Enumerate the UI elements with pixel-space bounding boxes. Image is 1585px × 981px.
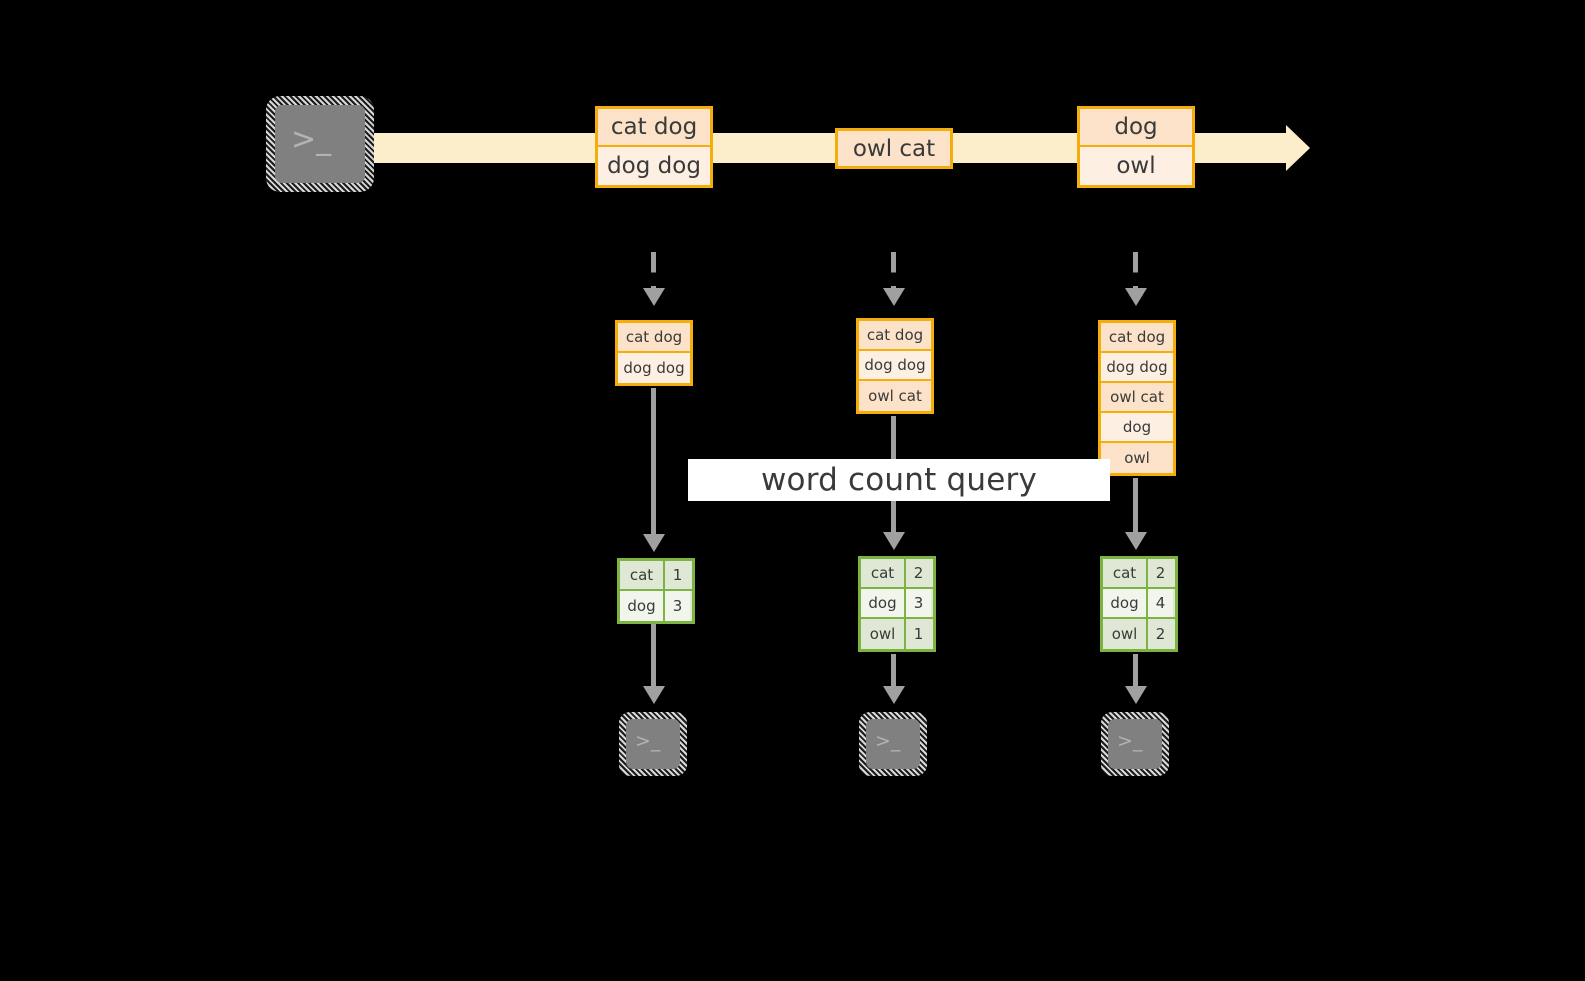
source-terminal-prompt: >_ xyxy=(291,122,332,157)
col3-input-line-2: dog dog xyxy=(1101,353,1173,383)
col2-input-line-1: cat dog xyxy=(859,321,931,351)
col1-result-count-2: 3 xyxy=(665,591,690,621)
col2-result-word-2: dog xyxy=(861,589,906,617)
table-row: owl 1 xyxy=(861,619,933,649)
col3-input-line-5: owl xyxy=(1101,443,1173,473)
stream-beam-arrowhead xyxy=(1286,125,1310,171)
col3-result-word-3: owl xyxy=(1103,619,1148,649)
col1-result-word-2: dog xyxy=(620,591,665,621)
col2-result-count-3: 1 xyxy=(906,619,931,649)
col2-result-count-1: 2 xyxy=(906,559,931,587)
col3-input-line-1: cat dog xyxy=(1101,323,1173,353)
col1-ingest-arrowhead xyxy=(643,288,665,306)
col1-sink-terminal-icon[interactable]: >_ xyxy=(619,712,687,776)
stream-batch-3[interactable]: dog owl xyxy=(1077,106,1195,188)
table-row: cat 2 xyxy=(861,559,933,589)
col3-input-line-4: dog xyxy=(1101,413,1173,443)
source-terminal-icon[interactable]: >_ xyxy=(266,96,374,192)
stream-batch-1[interactable]: cat dog dog dog xyxy=(595,106,713,188)
col2-ingest-arrowhead xyxy=(883,288,905,306)
stream-batch-2[interactable]: owl cat xyxy=(835,128,953,169)
col2-sink-terminal-prompt: >_ xyxy=(875,730,901,752)
col2-input-table[interactable]: cat dog dog dog owl cat xyxy=(856,318,934,414)
col1-sink-terminal-screen xyxy=(626,719,680,769)
col2-result-table[interactable]: cat 2 dog 3 owl 1 xyxy=(858,556,936,652)
col2-sink-terminal-screen xyxy=(866,719,920,769)
col3-result-table[interactable]: cat 2 dog 4 owl 2 xyxy=(1100,556,1178,652)
col2-sink-terminal-icon[interactable]: >_ xyxy=(859,712,927,776)
col1-query-line xyxy=(651,388,656,534)
table-row: dog 3 xyxy=(861,589,933,619)
table-row: dog 3 xyxy=(620,591,692,621)
col2-result-word-1: cat xyxy=(861,559,906,587)
col3-query-line xyxy=(1133,478,1138,532)
col3-sink-arrowhead xyxy=(1125,686,1147,704)
col3-result-count-1: 2 xyxy=(1148,559,1173,587)
col2-input-line-3: owl cat xyxy=(859,381,931,411)
source-terminal-screen xyxy=(275,105,365,183)
col2-ingest-line xyxy=(891,252,896,288)
col2-query-arrowhead xyxy=(883,532,905,550)
stream-batch-2-line-1: owl cat xyxy=(838,131,950,166)
table-row: cat 1 xyxy=(620,561,692,591)
col2-result-word-3: owl xyxy=(861,619,906,649)
col1-query-arrowhead xyxy=(643,534,665,552)
col3-ingest-arrowhead xyxy=(1125,288,1147,306)
stream-batch-1-line-2: dog dog xyxy=(598,147,710,185)
stream-batch-3-line-2: owl xyxy=(1080,147,1192,185)
col1-sink-terminal-prompt: >_ xyxy=(635,730,661,752)
col3-result-count-3: 2 xyxy=(1148,619,1173,649)
col1-result-table[interactable]: cat 1 dog 3 xyxy=(617,558,695,624)
col3-sink-terminal-prompt: >_ xyxy=(1117,730,1143,752)
col3-ingest-line xyxy=(1133,252,1138,288)
col1-ingest-line xyxy=(651,252,656,288)
table-row: cat 2 xyxy=(1103,559,1175,589)
col3-sink-terminal-screen xyxy=(1108,719,1162,769)
col3-sink-line xyxy=(1133,654,1138,686)
col3-result-word-2: dog xyxy=(1103,589,1148,617)
table-row: dog 4 xyxy=(1103,589,1175,619)
col1-input-line-2: dog dog xyxy=(618,353,690,383)
col2-sink-arrowhead xyxy=(883,686,905,704)
col1-sink-arrowhead xyxy=(643,686,665,704)
stream-batch-1-line-1: cat dog xyxy=(598,109,710,147)
col3-sink-terminal-icon[interactable]: >_ xyxy=(1101,712,1169,776)
col2-input-line-2: dog dog xyxy=(859,351,931,381)
col1-input-table[interactable]: cat dog dog dog xyxy=(615,320,693,386)
col3-input-line-3: owl cat xyxy=(1101,383,1173,413)
col1-input-line-1: cat dog xyxy=(618,323,690,353)
word-count-query-banner: word count query xyxy=(688,459,1110,501)
table-row: owl 2 xyxy=(1103,619,1175,649)
col3-result-count-2: 4 xyxy=(1148,589,1173,617)
word-count-query-label: word count query xyxy=(760,462,1038,498)
col1-result-word-1: cat xyxy=(620,561,665,589)
stream-batch-3-line-1: dog xyxy=(1080,109,1192,147)
col2-sink-line xyxy=(891,654,896,686)
col1-sink-line xyxy=(651,624,656,686)
col2-result-count-2: 3 xyxy=(906,589,931,617)
col3-query-arrowhead xyxy=(1125,532,1147,550)
col3-result-word-1: cat xyxy=(1103,559,1148,587)
col3-input-table[interactable]: cat dog dog dog owl cat dog owl xyxy=(1098,320,1176,476)
col1-result-count-1: 1 xyxy=(665,561,690,589)
